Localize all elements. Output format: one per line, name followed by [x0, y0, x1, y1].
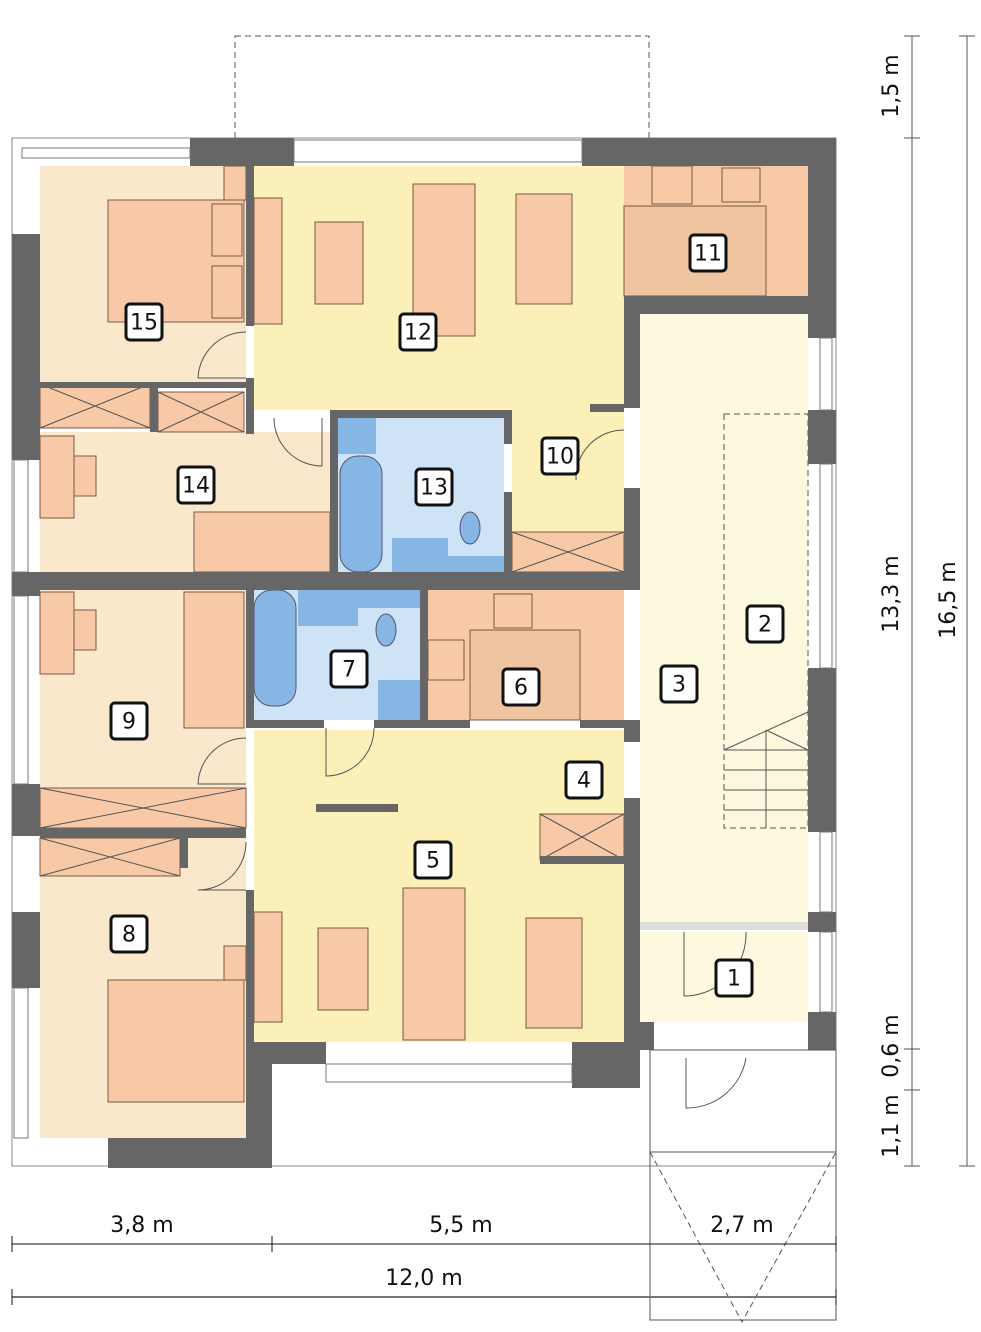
room-label-15: 15 — [124, 302, 164, 342]
dim-12-0: 12,0 m — [385, 1266, 462, 1291]
svg-text:4: 4 — [577, 769, 591, 794]
entrance-steps — [649, 1049, 837, 1324]
wardrobes — [39, 383, 625, 877]
room-label-10: 10 — [540, 436, 580, 476]
room-label-5: 5 — [413, 840, 453, 880]
dim-2-7: 2,7 m — [710, 1213, 773, 1238]
room-label-4: 4 — [564, 760, 604, 800]
windows — [13, 139, 833, 1139]
svg-text:13: 13 — [420, 476, 448, 501]
svg-text:10: 10 — [546, 445, 574, 470]
dim-1-1: 1,1 m — [879, 1094, 904, 1157]
svg-text:9: 9 — [122, 710, 136, 735]
svg-text:14: 14 — [182, 474, 210, 499]
room-label-1: 1 — [714, 958, 754, 998]
horizontal-dimensions: 3,8 m 5,5 m 2,7 m 12,0 m — [11, 1213, 837, 1305]
dim-16-5: 16,5 m — [936, 561, 961, 638]
dim-3-8: 3,8 m — [110, 1213, 173, 1238]
room-label-12: 12 — [398, 312, 438, 352]
dim-1-5: 1,5 m — [879, 54, 904, 117]
room-label-2: 2 — [745, 604, 785, 644]
svg-text:12: 12 — [404, 321, 432, 346]
staircase-lines — [723, 413, 809, 829]
svg-text:6: 6 — [514, 676, 528, 701]
walls — [12, 138, 836, 1168]
svg-text:15: 15 — [130, 311, 158, 336]
svg-text:5: 5 — [426, 849, 440, 874]
furniture — [39, 165, 767, 1103]
room-label-11: 11 — [688, 233, 728, 273]
room-label-8: 8 — [109, 914, 149, 954]
room-label-6: 6 — [501, 667, 541, 707]
dim-5-5: 5,5 m — [429, 1213, 492, 1238]
dim-13-3: 13,3 m — [879, 555, 904, 632]
svg-text:1: 1 — [727, 967, 741, 992]
room-label-9: 9 — [109, 701, 149, 741]
vertical-dimensions: 1,5 m 13,3 m 0,6 m 1,1 m 16,5 m — [879, 35, 975, 1167]
room-label-14: 14 — [176, 465, 216, 505]
room-label-13: 13 — [414, 467, 454, 507]
outer-frame — [11, 137, 837, 1167]
svg-text:3: 3 — [672, 673, 686, 698]
room-label-3: 3 — [659, 664, 699, 704]
dim-0-6: 0,6 m — [879, 1014, 904, 1077]
svg-text:8: 8 — [122, 923, 136, 948]
room-label-7: 7 — [329, 649, 369, 689]
svg-text:11: 11 — [694, 242, 722, 267]
svg-text:2: 2 — [758, 613, 772, 638]
svg-text:7: 7 — [342, 658, 356, 683]
balcony-outline — [234, 35, 650, 139]
